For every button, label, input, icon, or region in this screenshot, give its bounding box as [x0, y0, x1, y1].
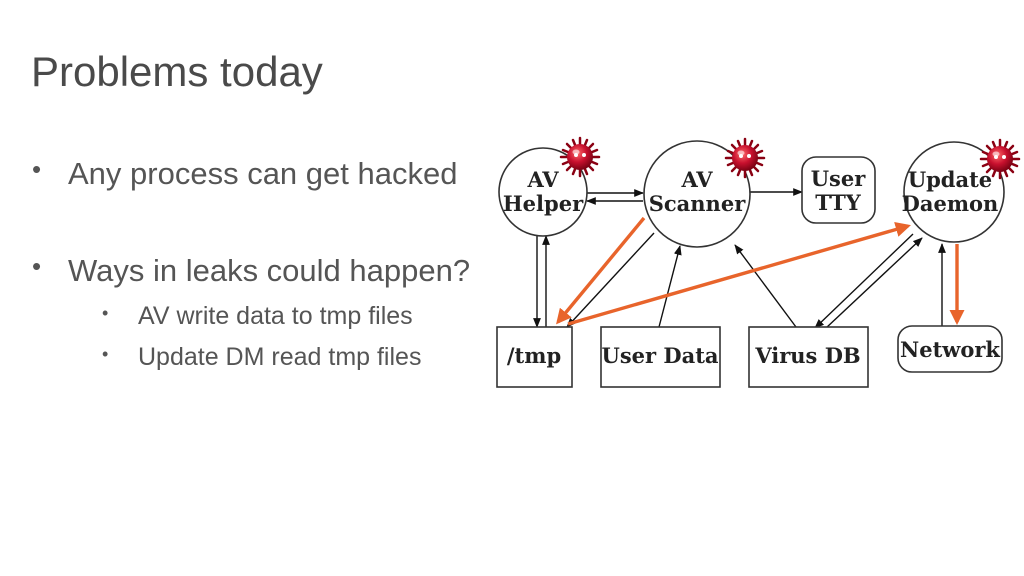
node-label-user-data: User Data	[602, 343, 719, 368]
virus-db-node	[748, 326, 869, 388]
arrow-virusdb-to-daemon	[825, 237, 923, 329]
bullet-list: • Any process can get hacked • Ways in l…	[0, 0, 500, 576]
node-label-virus-db: Virus DB	[754, 343, 860, 368]
arrow-daemon-to-virusdb	[814, 233, 914, 329]
node-label-av-helper-1: AV	[526, 167, 559, 192]
leak-arrows	[556, 216, 965, 326]
arrow-userdata-to-scanner	[658, 245, 682, 328]
arrow-virusdb-to-scanner	[734, 244, 797, 328]
user-tty-node	[801, 156, 876, 224]
leak-scanner-to-tmp	[556, 216, 646, 325]
leak-tmp-to-daemon	[567, 222, 911, 326]
bullet-text: Ways in leaks could happen?	[68, 253, 471, 288]
bullet-dot: •	[102, 303, 109, 323]
bullet-item: • Any process can get hacked	[32, 154, 458, 192]
bullet-text: Any process can get hacked	[68, 156, 458, 191]
slide-title: Problems today	[31, 48, 323, 95]
connector-lines	[533, 188, 946, 329]
node-label-av-helper-2: Helper	[503, 191, 584, 216]
bullet-dot: •	[32, 251, 42, 281]
user-data-node	[600, 326, 721, 388]
tmp-node	[496, 326, 573, 388]
node-label-update-daemon-1: Update	[908, 167, 992, 192]
sub-bullet-text: Update DM read tmp files	[138, 343, 422, 371]
node-label-update-daemon-2: Daemon	[902, 191, 999, 216]
network-node	[897, 325, 1003, 373]
bullet-dot: •	[102, 344, 109, 364]
node-label-network: Network	[900, 337, 1000, 362]
update-daemon-node	[903, 141, 1005, 243]
node-label-av-scanner-1: AV	[680, 167, 713, 192]
node-label-tmp: /tmp	[507, 343, 561, 368]
sub-bullet-item: • Update DM read tmp files	[102, 343, 422, 372]
node-label-user-tty-2: TTY	[815, 190, 862, 215]
bullet-item: • Ways in leaks could happen?	[32, 251, 471, 289]
node-label-user-tty-1: User	[811, 166, 866, 191]
sub-bullet-item: • AV write data to tmp files	[102, 302, 413, 331]
bullet-dot: •	[32, 154, 42, 184]
node-label-av-scanner-2: Scanner	[649, 191, 746, 216]
virus-icon	[559, 136, 601, 178]
virus-icon	[724, 137, 766, 179]
arrow-scanner-to-tmp	[566, 232, 655, 328]
sub-bullet-text: AV write data to tmp files	[138, 302, 413, 330]
av-helper-node	[498, 147, 588, 237]
av-scanner-node	[643, 140, 751, 248]
virus-icon	[979, 138, 1021, 180]
